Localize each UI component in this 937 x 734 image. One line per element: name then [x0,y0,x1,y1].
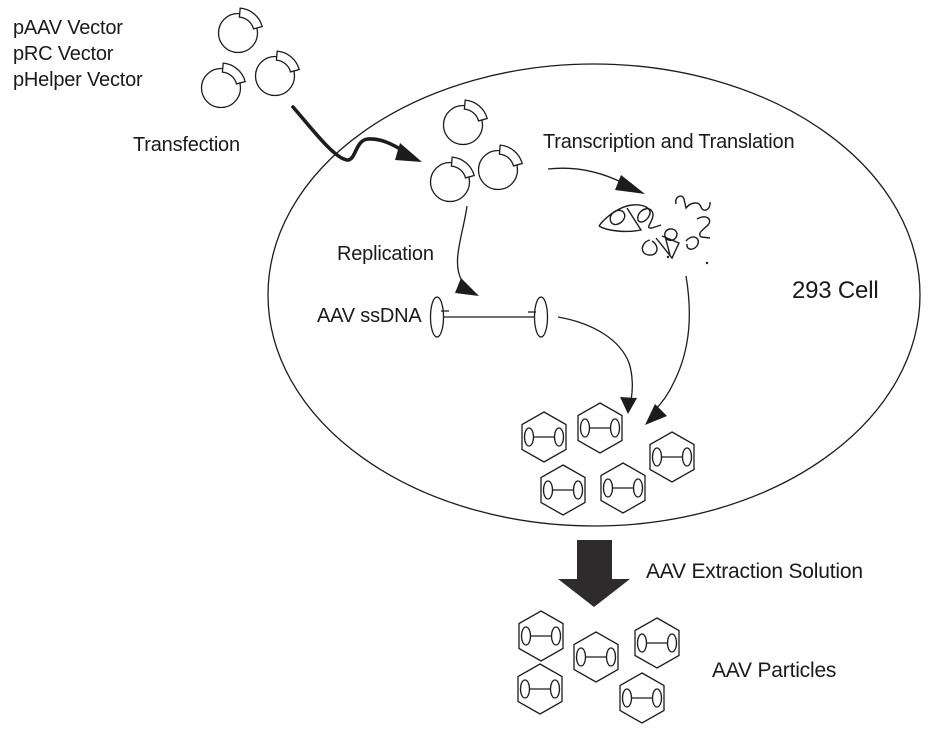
capsid-icon [518,610,564,662]
extraction-solution-label: AAV Extraction Solution [646,560,863,583]
capsid-icon [619,672,665,724]
capsid-icon [573,631,619,683]
capsid-icon [634,617,680,669]
capsid-icon [600,462,646,514]
packaging-arrow-from-ssdna [557,316,637,414]
protein-scribbles-icon [598,195,711,265]
vector-name-prc: pRC Vector [13,43,114,65]
plasmid-icon [477,144,523,191]
vector-name-phelper: pHelper Vector [13,69,143,91]
packaging-arrow-from-proteins [645,275,690,425]
transcription-translation-label: Transcription and Translation [543,131,795,153]
plasmid-icon [442,99,488,146]
capsid-cluster-inside [521,402,695,516]
aav-particles-label: AAV Particles [712,659,837,682]
vector-name-paav: pAAV Vector [13,17,123,39]
plasmid-icon [254,50,300,97]
cell-membrane [267,63,921,527]
plasmid-icon [429,156,475,203]
plasmid-icon [217,7,263,54]
cell-name-label: 293 Cell [792,277,879,304]
vector-list: pAAV Vector pRC Vector pHelper Vector [13,15,143,93]
capsid-icon [521,411,567,463]
replication-label: Replication [337,243,434,265]
capsid-icon [577,402,623,454]
capsid-icon [649,431,695,483]
block-arrow-down-icon [558,540,630,607]
plasmid-icon [200,62,246,109]
replication-arrow [455,205,479,296]
capsid-cluster-extracted [517,610,680,724]
plasmid-cluster-outside [200,7,300,109]
transcription-arrow [547,167,645,194]
transfection-label: Transfection [133,134,240,156]
capsid-icon [517,663,563,715]
ssdna-icon [429,296,549,338]
aav-ssdna-label: AAV ssDNA [317,305,422,327]
transfection-arrow [291,105,422,162]
plasmid-cluster-inside [429,99,523,203]
capsid-icon [540,464,586,516]
